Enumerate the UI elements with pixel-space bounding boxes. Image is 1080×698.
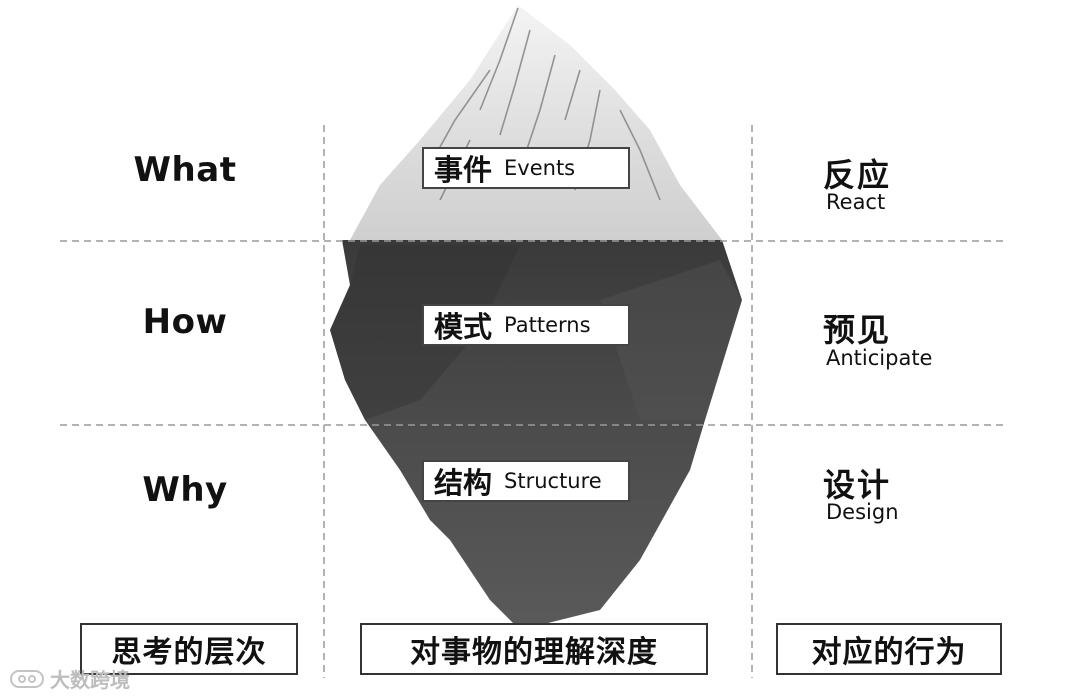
question-what: What [133, 150, 237, 190]
response-cn-design: 设计 [823, 466, 892, 504]
layer-en-patterns: Patterns [504, 313, 591, 337]
layer-cn-patterns: 模式 [434, 310, 493, 344]
question-why: Why [142, 470, 228, 510]
response-cn-react: 反应 [823, 156, 892, 194]
layer-en-structure: Structure [504, 469, 602, 493]
footer-corresponding-behavior: 对应的行为 [776, 623, 1002, 675]
layer-label-patterns: 模式 Patterns [422, 304, 630, 346]
logo-icon [10, 669, 44, 688]
watermark: 大数跨境 [10, 664, 130, 693]
response-en-anticipate: Anticipate [826, 346, 933, 370]
layer-label-structure: 结构 Structure [422, 460, 630, 502]
layer-en-events: Events [504, 156, 576, 180]
response-en-react: React [826, 190, 886, 214]
layer-cn-structure: 结构 [434, 466, 493, 500]
footer-depth-of-understanding: 对事物的理解深度 [360, 623, 708, 675]
response-cn-anticipate: 预见 [823, 311, 892, 349]
watermark-text: 大数跨境 [50, 668, 130, 692]
response-en-design: Design [826, 500, 899, 524]
layer-label-events: 事件 Events [422, 147, 630, 189]
footer-levels-of-thinking: 思考的层次 [80, 623, 298, 675]
question-how: How [142, 302, 228, 342]
layer-cn-events: 事件 [434, 153, 493, 187]
